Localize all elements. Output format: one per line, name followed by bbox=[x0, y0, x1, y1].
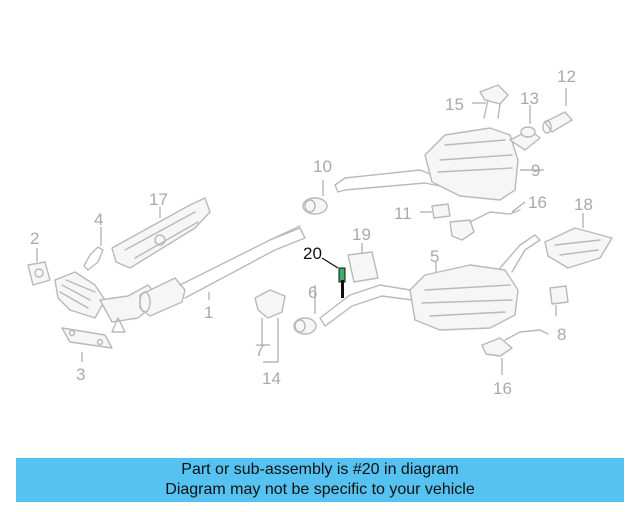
part-10-clamp bbox=[302, 197, 328, 215]
part-6-clamp bbox=[293, 317, 317, 335]
callout-17: 17 bbox=[149, 190, 168, 209]
callout-13: 13 bbox=[520, 89, 539, 108]
leader-lines bbox=[36, 88, 584, 375]
part-16-hanger-lower bbox=[481, 329, 549, 357]
callout-9: 9 bbox=[531, 161, 540, 180]
part-3-bracket bbox=[61, 327, 113, 349]
callout-3: 3 bbox=[76, 365, 85, 384]
part-5-muffler bbox=[319, 234, 541, 331]
part-20-bolt[interactable] bbox=[338, 267, 346, 298]
callout-12: 12 bbox=[557, 67, 576, 86]
part-16-hanger-upper bbox=[449, 209, 521, 241]
callout-8: 8 bbox=[557, 325, 566, 344]
callout-15: 15 bbox=[445, 95, 464, 114]
part-4-bracket bbox=[83, 246, 104, 271]
callout-5: 5 bbox=[430, 247, 439, 266]
info-banner: Part or sub-assembly is #20 in diagram D… bbox=[16, 458, 624, 502]
part-19-bracket bbox=[347, 251, 379, 283]
part-8-hanger-rubber bbox=[549, 285, 569, 305]
part-13-clamp bbox=[520, 126, 536, 138]
exhaust-system-diagram: 1 2 3 4 5 6 7 8 9 10 11 12 13 14 15 16 1… bbox=[27, 67, 613, 398]
part-20-leader bbox=[321, 257, 339, 269]
part-15-hanger bbox=[479, 84, 509, 119]
part-9-pipe bbox=[334, 169, 441, 193]
callout-1: 1 bbox=[204, 303, 213, 322]
callout-11: 11 bbox=[394, 204, 412, 223]
part-2-gasket bbox=[27, 261, 51, 286]
part-7-bracket bbox=[254, 289, 286, 319]
banner-line-2: Diagram may not be specific to your vehi… bbox=[165, 481, 475, 498]
part-9-muffler bbox=[424, 127, 541, 201]
callout-numbers: 1 2 3 4 5 6 7 8 9 10 11 12 13 14 15 16 1… bbox=[30, 67, 593, 398]
callout-19: 19 bbox=[352, 225, 371, 244]
part-1-intermediate-pipe bbox=[139, 225, 306, 317]
part-12-tailpipe bbox=[542, 111, 573, 134]
callout-18: 18 bbox=[574, 195, 593, 214]
part-11-hanger-rubber bbox=[431, 203, 451, 219]
callout-2: 2 bbox=[30, 229, 39, 248]
callout-16-upper: 16 bbox=[528, 193, 547, 212]
callout-10: 10 bbox=[313, 157, 332, 176]
callout-20-highlighted: 20 bbox=[303, 244, 322, 263]
part-17-heat-shield bbox=[111, 197, 211, 269]
callout-6: 6 bbox=[308, 283, 317, 302]
callout-4: 4 bbox=[94, 210, 103, 229]
part-18-heat-shield bbox=[544, 227, 613, 269]
callout-7: 7 bbox=[255, 341, 264, 360]
callout-14: 14 bbox=[262, 369, 281, 388]
callout-16-lower: 16 bbox=[493, 379, 512, 398]
banner-line-1: Part or sub-assembly is #20 in diagram bbox=[181, 461, 459, 478]
